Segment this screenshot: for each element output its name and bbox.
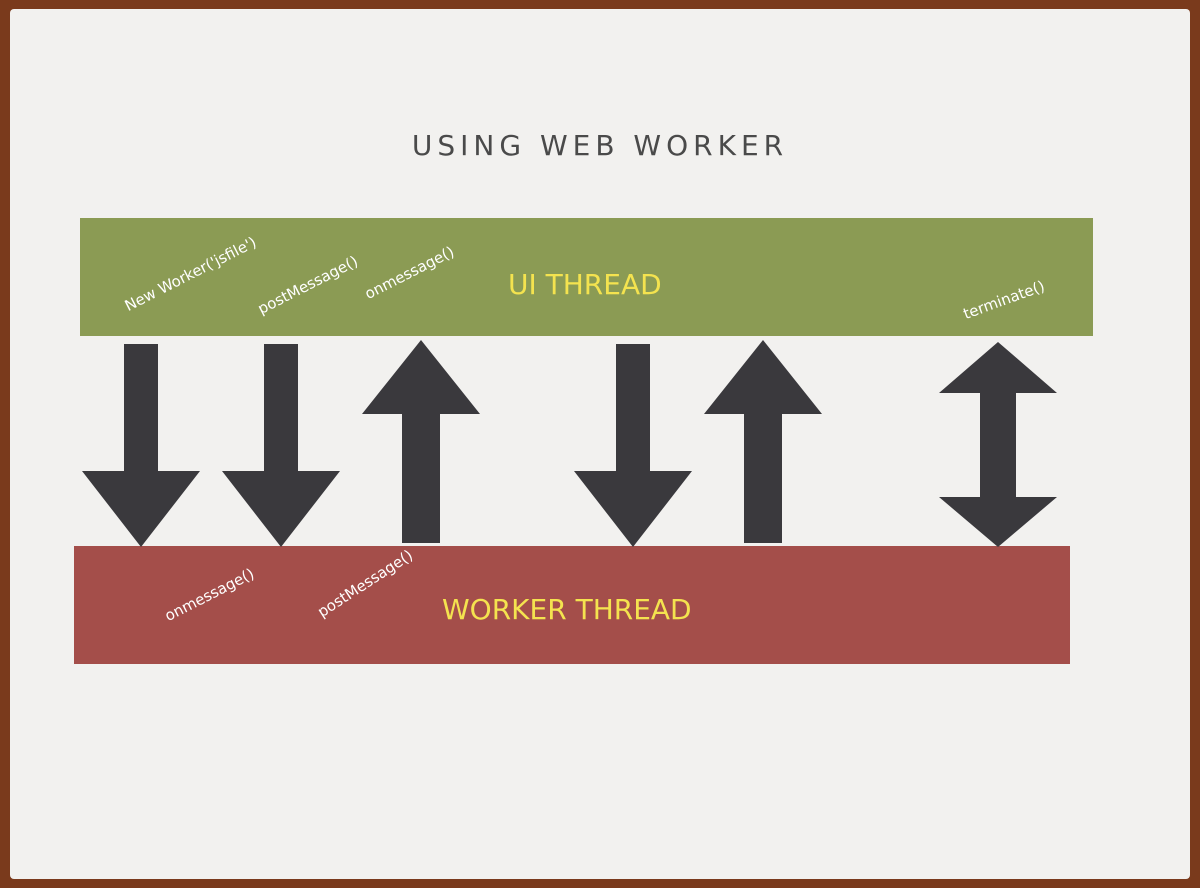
ui-thread-band: UI THREAD: [80, 218, 1093, 336]
arrow-up-onmessage: [362, 340, 480, 543]
ui-thread-label: UI THREAD: [508, 268, 662, 301]
arrow-down-postmessage: [222, 344, 340, 547]
arrow-up-second: [704, 340, 822, 543]
arrow-bidirectional-terminate: [939, 342, 1057, 547]
worker-thread-band: WORKER THREAD: [74, 546, 1070, 664]
slide: USING WEB WORKER UI THREAD WORKER THREAD…: [10, 9, 1190, 879]
worker-thread-label: WORKER THREAD: [442, 593, 692, 626]
arrows-layer: [82, 340, 1057, 547]
slide-title: USING WEB WORKER: [411, 129, 789, 162]
arrow-down-second: [574, 344, 692, 547]
arrow-down-new-worker: [82, 344, 200, 547]
